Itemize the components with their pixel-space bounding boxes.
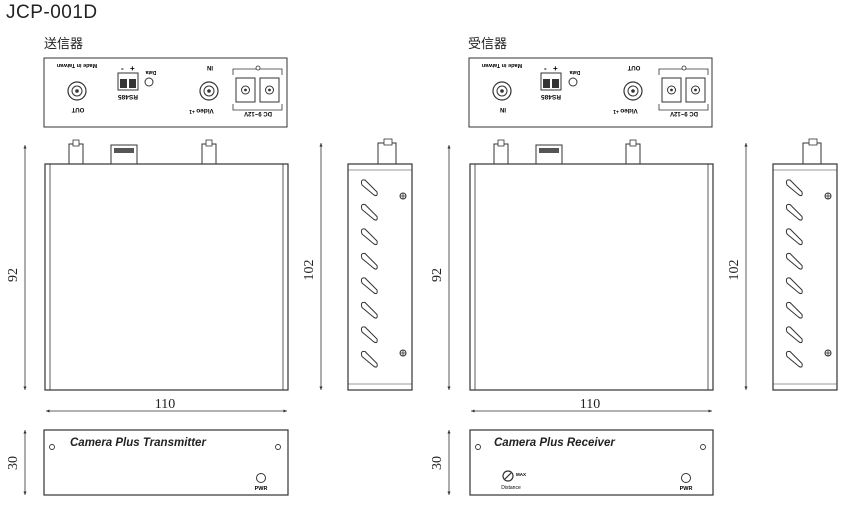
rx-screw-bottom <box>824 349 832 357</box>
rx-width-dimension: 110 <box>471 397 712 413</box>
tx-rs485-label: RS485 <box>118 93 138 100</box>
vent-slot <box>785 228 803 246</box>
vent-slot <box>360 252 378 270</box>
rx-rs485-label: RS485 <box>541 93 561 100</box>
tx-side-value: 102 <box>302 260 317 281</box>
tx-height-dimension: 92 <box>6 145 27 390</box>
tx-data-led <box>144 77 154 87</box>
rx-dc-jack-box <box>658 65 709 111</box>
rx-pwr-label: PWR <box>680 486 693 492</box>
vent-slot <box>785 252 803 270</box>
tx-pwr-label: PWR <box>255 486 268 492</box>
tx-width-value: 110 <box>155 397 175 412</box>
vent-slot <box>360 228 378 246</box>
rx-front-dimension: 30 <box>430 430 451 495</box>
vent-slot <box>360 326 378 344</box>
tx-video-in-label: IN <box>207 64 213 70</box>
tx-video-label: Video <box>196 107 214 114</box>
transmitter-label: 送信器 <box>44 37 84 52</box>
tx-front-panel: Camera Plus Transmitter PWR <box>43 429 289 496</box>
tx-side-view <box>347 138 413 391</box>
rx-width-value: 110 <box>580 397 600 412</box>
rx-vent-slots <box>785 179 803 368</box>
tx-terminal-plus: + <box>130 64 135 73</box>
transmitter-drawings: Made in Taiwan OUT - + RS485 Data IN <box>6 57 413 496</box>
tx-side-dimension: 102 <box>302 143 323 390</box>
vent-slot <box>360 179 378 197</box>
rx-screw-top <box>824 192 832 200</box>
vent-slot <box>785 203 803 221</box>
vent-slot <box>360 203 378 221</box>
rx-height-value: 92 <box>430 268 445 282</box>
tx-video-num: +1 <box>189 108 195 114</box>
tx-pwr-led <box>256 473 266 483</box>
tx-bnc-out-connector <box>67 81 87 101</box>
rx-terminal-minus: - <box>544 64 547 73</box>
tx-screw-bottom <box>399 349 407 357</box>
receiver-label: 受信器 <box>468 37 508 52</box>
tx-made-in-text: Made in Taiwan <box>56 62 97 68</box>
rx-rear-panel: Made in Taiwan IN - + RS485 Data OUT <box>468 57 713 128</box>
tx-dc-label: DC 9~12V <box>244 110 272 116</box>
rx-video-num: +1 <box>613 108 619 114</box>
rx-video-out-label: OUT <box>627 64 640 70</box>
vent-slot <box>360 301 378 319</box>
rx-distance-label: Distance <box>501 485 521 491</box>
rx-made-in-text: Made in Taiwan <box>481 62 522 68</box>
vent-slot <box>360 350 378 368</box>
rx-bnc-in-label: IN <box>500 106 506 112</box>
rx-max-label: MAX <box>516 472 526 477</box>
rx-dc-label: DC 9~12V <box>670 110 698 116</box>
tx-brand-text: Camera Plus Transmitter <box>70 437 206 449</box>
rx-side-view <box>772 138 838 391</box>
rx-rs485-terminal <box>540 72 562 91</box>
rx-bnc-in-connector <box>492 81 512 101</box>
tx-terminal-minus: - <box>121 64 124 73</box>
tx-height-value: 92 <box>6 268 21 282</box>
tx-top-view <box>44 139 289 391</box>
tx-bnc-out-label: OUT <box>71 106 84 112</box>
rx-distance-knob <box>502 470 514 482</box>
tx-data-label: Data <box>145 69 156 75</box>
tx-rear-panel: Made in Taiwan OUT - + RS485 Data IN <box>43 57 288 128</box>
vent-slot <box>785 326 803 344</box>
rx-data-led <box>568 77 578 87</box>
tx-bnc-in-connector <box>199 81 219 101</box>
rx-terminal-plus: + <box>553 64 558 73</box>
vent-slot <box>785 277 803 295</box>
rx-brand-text: Camera Plus Receiver <box>494 437 615 449</box>
rx-video-label: Video <box>620 107 638 114</box>
vent-slot <box>785 179 803 197</box>
vent-slot <box>785 350 803 368</box>
rx-height-dimension: 92 <box>430 145 451 390</box>
tx-dc-jack-box <box>232 65 283 111</box>
rx-side-dimension: 102 <box>727 143 748 390</box>
tx-rs485-terminal <box>117 72 139 91</box>
tx-front-value: 30 <box>6 456 21 470</box>
rx-front-value: 30 <box>430 456 445 470</box>
vent-slot <box>785 301 803 319</box>
rx-pwr-led <box>681 473 691 483</box>
vent-slot <box>360 277 378 295</box>
rx-front-panel: Camera Plus Receiver MAX Distance PWR <box>469 429 714 496</box>
model-title: JCP-001D <box>6 2 98 23</box>
tx-width-dimension: 110 <box>46 397 287 413</box>
rx-bnc-out-connector <box>623 81 643 101</box>
rx-top-view <box>469 139 714 391</box>
rx-side-value: 102 <box>727 260 742 281</box>
tx-front-dimension: 30 <box>6 430 27 495</box>
receiver-drawings: Made in Taiwan IN - + RS485 Data OUT <box>430 57 838 496</box>
tx-vent-slots <box>360 179 378 368</box>
tx-screw-top <box>399 192 407 200</box>
rx-data-label: Data <box>569 69 580 75</box>
